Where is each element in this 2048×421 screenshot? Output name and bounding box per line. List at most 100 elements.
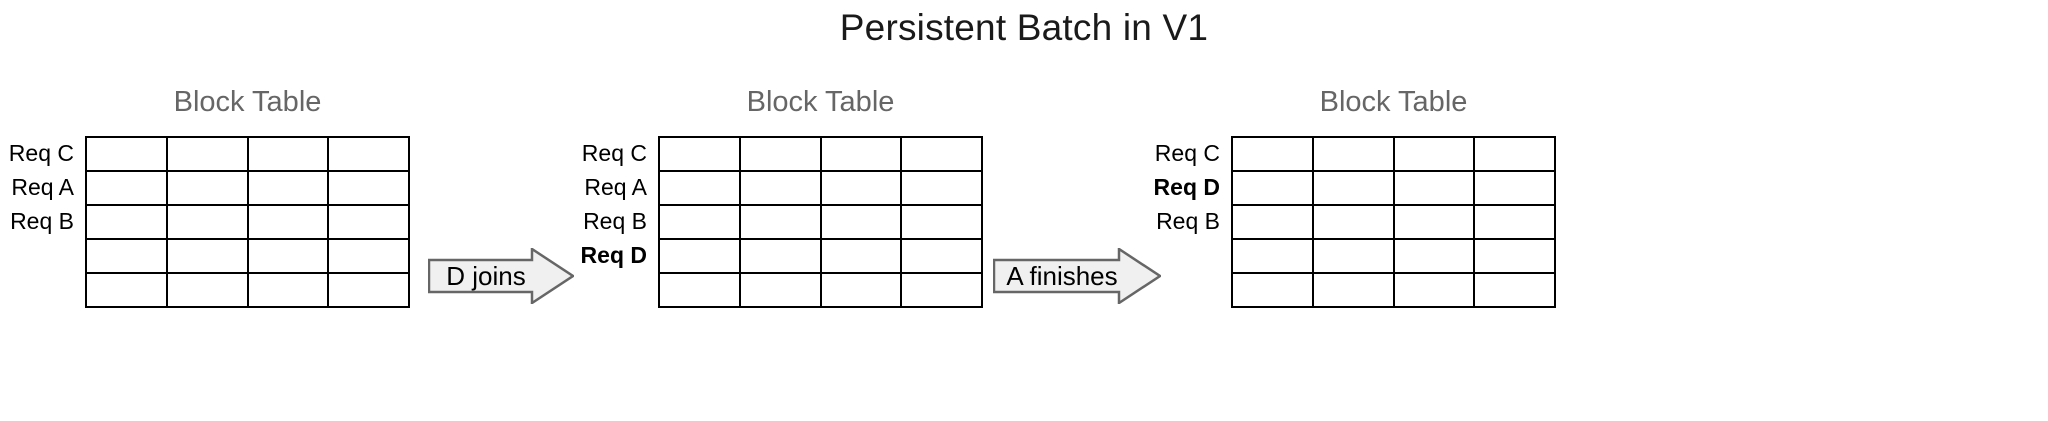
block-cell [1392,238,1476,274]
row-label-req-b: Req B [583,208,647,234]
block-table-3: Req C Req D Req B [1154,136,1556,308]
block-cell [327,204,410,240]
block-cell [658,136,741,172]
row-label-req-a: Req A [584,174,647,200]
block-cell [900,204,983,240]
block-table-1: Req C Req A Req B [9,136,410,308]
block-cell [85,272,168,308]
block-cell [658,238,741,274]
block-cell [738,238,822,274]
row-label-req-b: Req B [1156,208,1220,234]
table-row [1231,136,1556,172]
table-row [658,272,983,308]
row-label-empty [1154,272,1220,306]
page-title: Persistent Batch in V1 [839,7,1209,48]
block-cell [819,170,903,206]
row-label-empty [9,272,74,306]
block-cell [900,272,983,308]
block-cell [738,136,822,172]
row-label-req-c: Req C [1154,140,1220,166]
table-row [1231,170,1556,206]
table-row [658,204,983,240]
block-cell [165,204,249,240]
row-label-column-2: Req C Req A Req B Req D [581,136,658,306]
block-cell [85,238,168,274]
block-cell [900,170,983,206]
block-cell [1231,238,1314,274]
table-row [658,136,983,172]
block-cell [1311,204,1395,240]
table-row [1231,204,1556,240]
block-cell [327,272,410,308]
block-cell [738,272,822,308]
block-cell [1231,170,1314,206]
block-cell [165,238,249,274]
block-cell [1311,136,1395,172]
block-cell [327,136,410,172]
block-cell [1311,272,1395,308]
transition-arrow-a-finishes[interactable]: A finishes [992,246,1163,306]
block-cell [738,204,822,240]
row-label-column-3: Req C Req D Req B [1154,136,1231,306]
row-label-req-b: Req B [10,208,74,234]
block-table-title-1: Block Table [173,86,322,118]
block-cell [1392,170,1476,206]
block-cell [1231,272,1314,308]
block-cell [819,136,903,172]
block-cell [1231,136,1314,172]
block-grid-body-1 [85,136,410,308]
row-label-req-c: Req C [8,140,74,166]
block-cell [819,272,903,308]
block-cell [1392,204,1476,240]
block-grid-body-2 [658,136,983,308]
block-cell [900,238,983,274]
table-row [1231,238,1556,274]
row-label-empty [9,238,74,272]
block-table-2: Req C Req A Req B Req D [581,136,983,308]
block-cell [1473,204,1556,240]
block-grid-3 [1231,136,1556,308]
row-label-req-d: Req D [1153,174,1220,200]
block-cell [85,170,168,206]
arrow-right-icon [992,246,1163,306]
block-cell [246,238,330,274]
block-grid-body-3 [1231,136,1556,308]
block-cell [1392,136,1476,172]
block-cell [246,136,330,172]
block-cell [1473,272,1556,308]
row-label-req-d: Req D [580,242,647,268]
block-cell [1311,170,1395,206]
table-row [85,136,410,172]
table-row [85,272,410,308]
block-cell [738,170,822,206]
table-row [85,238,410,274]
table-row [658,170,983,206]
block-cell [1392,272,1476,308]
arrow-right-icon [427,246,576,306]
block-cell [327,238,410,274]
block-cell [1473,238,1556,274]
block-cell [1473,170,1556,206]
block-cell [819,204,903,240]
block-cell [1231,204,1314,240]
block-cell [658,204,741,240]
block-grid-2 [658,136,983,308]
block-cell [246,170,330,206]
block-cell [900,136,983,172]
block-table-title-2: Block Table [746,86,895,118]
row-label-column-1: Req C Req A Req B [9,136,85,306]
row-label-req-c: Req C [581,140,647,166]
block-table-title-3: Block Table [1319,86,1468,118]
table-row [658,238,983,274]
block-cell [658,170,741,206]
table-row [1231,272,1556,308]
row-label-empty [581,272,647,306]
block-cell [246,272,330,308]
block-cell [165,272,249,308]
block-cell [1311,238,1395,274]
block-cell [165,170,249,206]
row-label-req-a: Req A [11,174,74,200]
transition-arrow-d-joins[interactable]: D joins [427,246,576,306]
block-cell [246,204,330,240]
